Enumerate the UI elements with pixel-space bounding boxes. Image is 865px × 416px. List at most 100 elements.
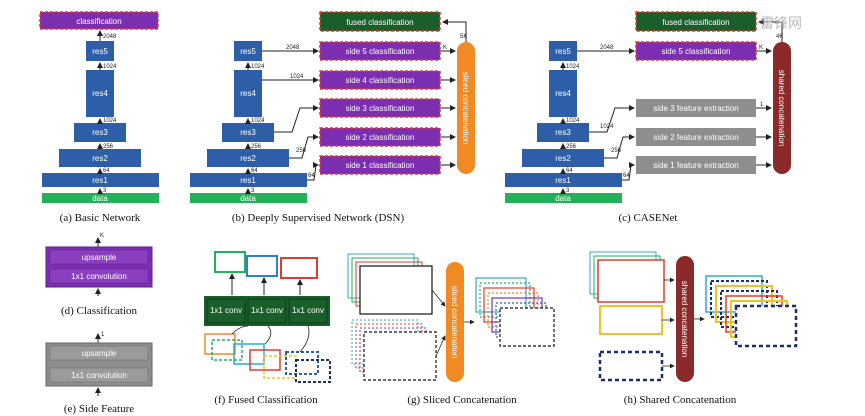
c-side1-feature-label: side 1 feature extraction (653, 161, 738, 170)
a-caption: (a) Basic Network (60, 212, 141, 224)
c-side2-feature-label: side 2 feature extraction (653, 133, 738, 142)
a-dim-3: 3 (103, 188, 107, 194)
a-res3-label: res3 (92, 128, 108, 137)
f-input-green (211, 339, 243, 361)
b-sliced-concatenation-bar (457, 42, 475, 174)
d-upsample-label: upsample (82, 253, 117, 262)
d-upsample-box (49, 249, 149, 265)
watermark-logo: 雷锋网 (760, 16, 802, 32)
h-shared-concatenation-bar (676, 256, 694, 382)
f-conv1-label: 1x1 conv (210, 306, 242, 315)
b-res4-label: res4 (240, 89, 256, 98)
h-output-front (734, 304, 798, 348)
f-output-red (280, 257, 318, 279)
a-res4-label: res4 (92, 89, 108, 98)
f-conv3-label: 1x1 conv (292, 306, 324, 315)
c-side2-feature-box (636, 128, 756, 146)
b-dim-3: 3 (251, 188, 255, 194)
f-conv2-box (247, 298, 287, 324)
c-one-marker: 1 (760, 102, 764, 108)
c-res5-block (549, 41, 577, 61)
c-dim-1024-top: 1024 (566, 64, 580, 70)
a-dim-2048: 2048 (103, 34, 117, 40)
g-sliced-concatenation-label: sliced concatenation (450, 286, 459, 359)
c-dim-1024-side: 1024 (600, 124, 614, 130)
b-side1-box (319, 155, 441, 175)
b-res2-block (207, 149, 289, 167)
panel-e-side-feature: 1 upsample 1x1 convolution (e) Side Feat… (45, 332, 153, 415)
h-caption: (h) Shared Concatenation (624, 394, 737, 406)
b-k-marker: K (443, 45, 447, 51)
b-side5-label: side 5 classification (346, 47, 415, 56)
b-res1-label: res1 (240, 176, 256, 185)
b-res3-label: res3 (240, 128, 256, 137)
c-fused-classification-box (635, 11, 757, 32)
c-shared-concatenation-label: shared concatenation (777, 70, 786, 147)
f-conv1-box (206, 298, 246, 324)
f-conv2-label: 1x1 conv (251, 306, 283, 315)
h-yellow-feature (599, 305, 663, 335)
a-res4-block (86, 70, 114, 117)
h-output-layer1 (705, 275, 763, 313)
d-conv-label: 1x1 convolution (71, 272, 127, 281)
d-caption: (d) Classification (61, 305, 138, 317)
c-res5-label: res5 (555, 47, 571, 56)
c-res2-block (522, 149, 604, 167)
f-conv3-box (288, 298, 328, 324)
d-conv-box (49, 268, 149, 284)
b-dim-5k: 5K (460, 34, 467, 40)
c-res4-label: res4 (555, 89, 571, 98)
f-input-red (249, 349, 281, 371)
c-data-block (505, 193, 622, 203)
a-classification-box (39, 11, 159, 30)
c-dim-3: 3 (566, 188, 570, 194)
c-side5-label: side 5 classification (662, 47, 731, 56)
f-input-orange (204, 333, 236, 355)
c-dim-2048: 2048 (600, 45, 614, 51)
a-res5-label: res5 (92, 47, 108, 56)
b-dim-2048: 2048 (286, 45, 300, 51)
b-dim-1024-mid: 1024 (251, 118, 265, 124)
c-k-marker: K (759, 45, 763, 51)
b-res5-label: res5 (240, 47, 256, 56)
f-output-blue (246, 255, 278, 277)
a-classification-label: classification (76, 17, 121, 26)
c-dim-64: 64 (566, 168, 573, 174)
c-res3-label: res3 (555, 128, 571, 137)
g-stack2-front (363, 331, 437, 381)
f-caption: (f) Fused Classification (214, 394, 318, 406)
b-side4-label: side 4 classification (346, 76, 415, 85)
c-dim-64-side: 64 (623, 173, 630, 179)
c-side3-feature-label: side 3 feature extraction (653, 104, 738, 113)
a-res2-block (59, 149, 141, 167)
b-side3-box (319, 98, 441, 118)
panel-b-dsn: res5 res4 res3 res2 res1 data 1024 1024 … (190, 11, 475, 224)
f-input-cyan (233, 343, 265, 365)
c-side5-box (635, 41, 757, 61)
panel-a-basic-network: classification res5 res4 res3 res2 res1 … (39, 11, 159, 224)
b-res2-label: res2 (240, 154, 256, 163)
panel-g-sliced-concatenation: sliced concatenation (g) Sliced Concaten… (347, 253, 555, 406)
b-side5-box (319, 41, 441, 61)
c-fused-classification-label: fused classification (662, 18, 729, 27)
g-stack1-front (359, 265, 433, 315)
panel-d-classification: K upsample 1x1 convolution (d) Classific… (45, 233, 153, 317)
h-navy-feature (598, 350, 664, 382)
a-res1-label: res1 (92, 176, 108, 185)
a-res2-label: res2 (92, 154, 108, 163)
h-shared-concatenation-label: shared concatenation (680, 281, 689, 358)
b-sliced-concatenation-label: sliced concatenation (461, 72, 470, 145)
e-upsample-box (49, 345, 149, 361)
b-side4-box (319, 70, 441, 90)
a-dim-256: 256 (103, 144, 114, 150)
b-dim-64-side: 64 (308, 173, 315, 179)
c-shared-concatenation-bar (773, 42, 791, 174)
b-fused-classification-box (319, 11, 441, 32)
a-dim-1024-top: 1024 (103, 64, 117, 70)
a-dim-1024-bottom: 1024 (103, 118, 117, 124)
c-caption: (c) CASENet (619, 212, 678, 224)
e-one-marker: 1 (101, 332, 105, 338)
a-data-block (42, 193, 159, 203)
e-conv-label: 1x1 convolution (71, 371, 127, 380)
b-side2-label: side 2 classification (346, 133, 415, 142)
